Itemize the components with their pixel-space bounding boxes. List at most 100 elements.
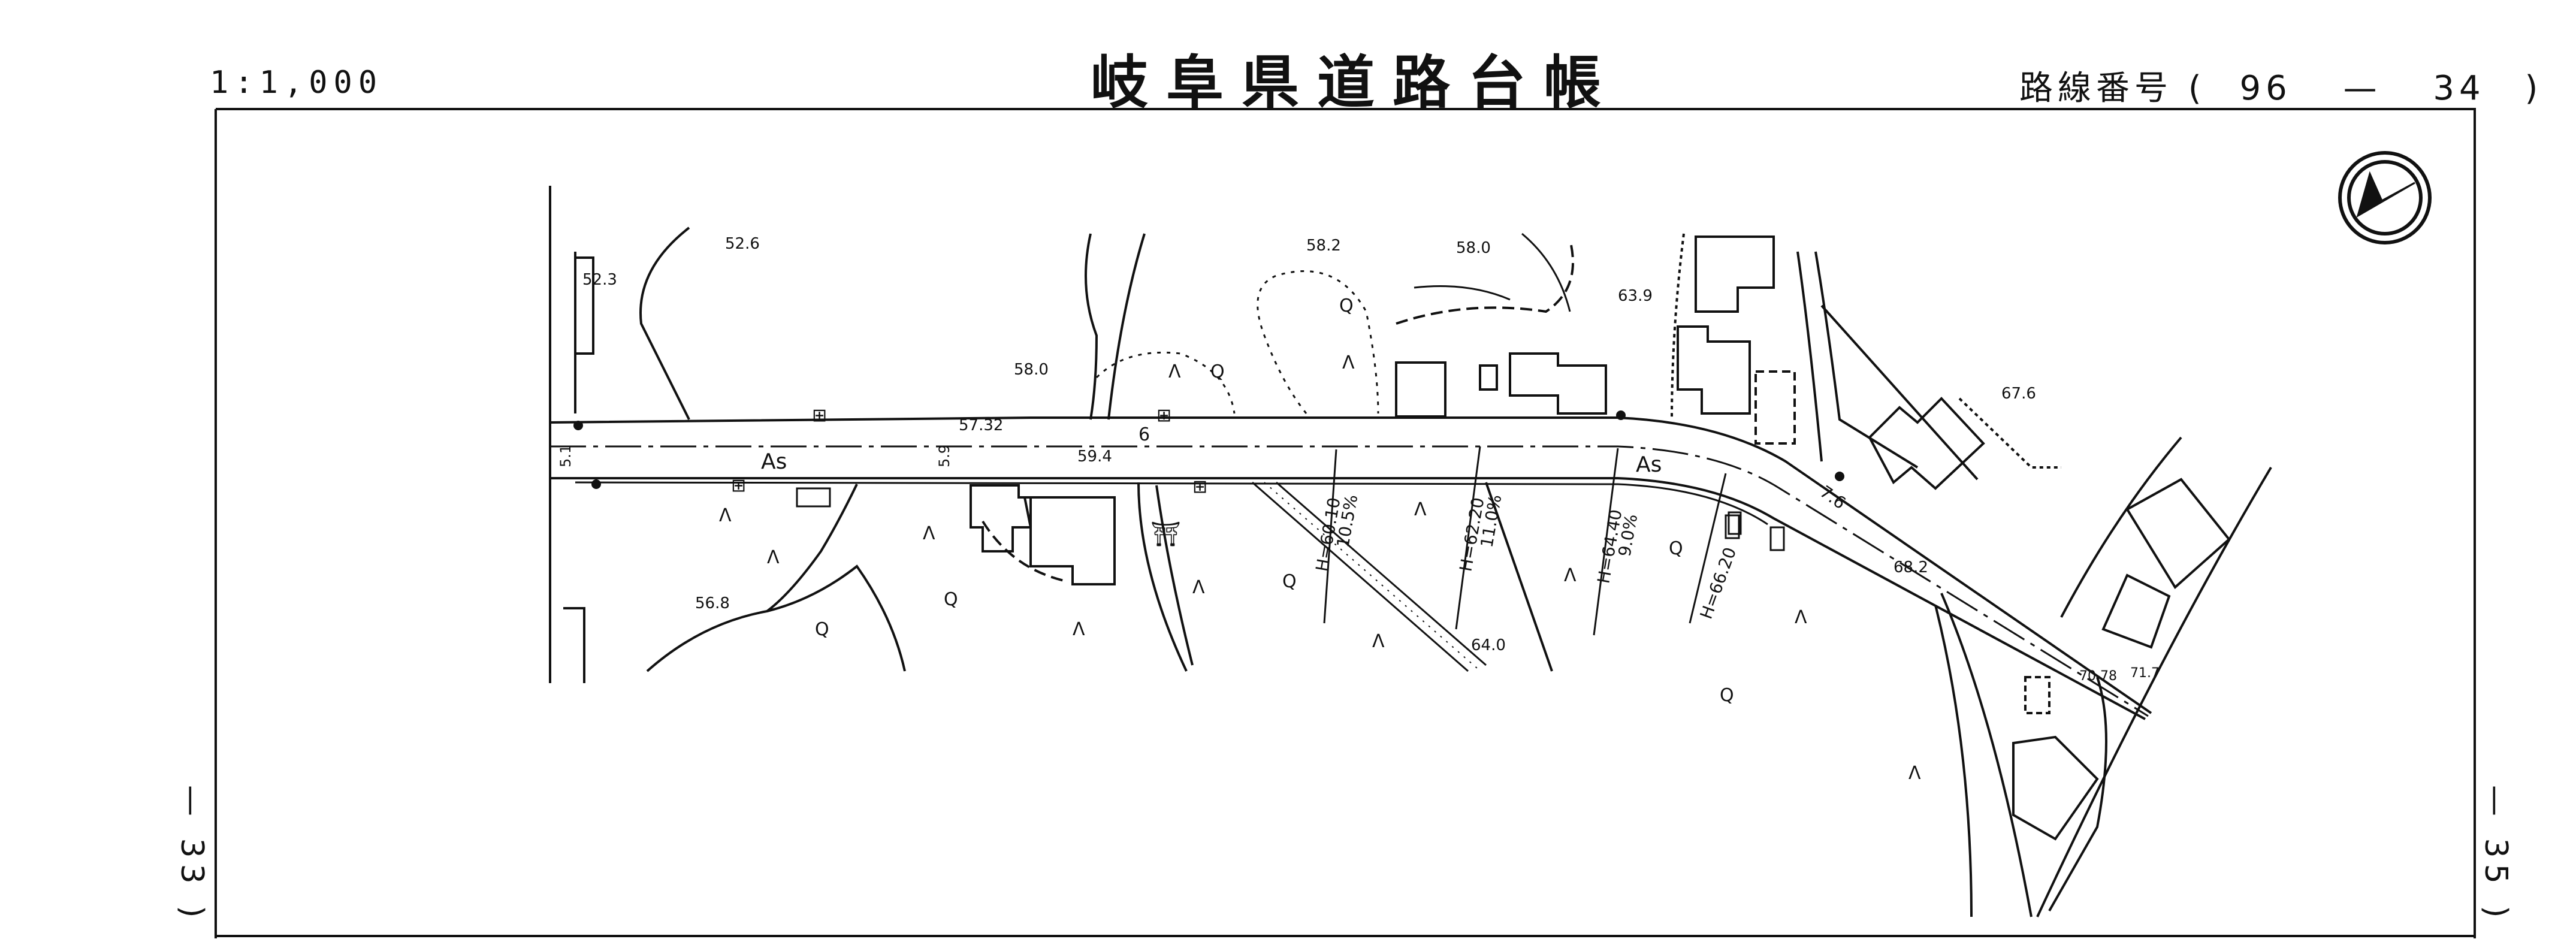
- railway-ties: [1264, 482, 1478, 669]
- road-edge-outer-south: [575, 481, 1768, 526]
- broadleaf-tree-icon: Λ: [1564, 565, 1577, 586]
- south-curve-road: [1137, 482, 1188, 672]
- route-number-label: 路線番号: [2019, 69, 2173, 108]
- building: [1509, 352, 1607, 415]
- building: [2125, 478, 2231, 590]
- bench-mark-icon: ⊞: [812, 405, 827, 426]
- south-slope-2: [646, 564, 906, 672]
- conifer-tree-icon: Q: [944, 589, 958, 610]
- building-small: [1725, 514, 1740, 539]
- route-open-paren: (: [2188, 69, 2206, 108]
- bench-mark-icon: ⊞: [1192, 476, 1207, 497]
- broadleaf-tree-icon: Λ: [1414, 499, 1427, 520]
- map-scale: 1:1,000: [210, 65, 383, 101]
- road-edge-south: [550, 477, 2146, 720]
- elevation-label: 70.78: [2079, 669, 2117, 684]
- broadleaf-tree-icon: Λ: [1342, 352, 1355, 373]
- conifer-tree-icon: Q: [815, 619, 829, 640]
- side-road-se-5: [2048, 677, 2107, 911]
- route-number-major: 96: [2239, 69, 2292, 108]
- elevation-label: 68.2: [1894, 558, 1928, 576]
- elevation-label: 57.32: [959, 416, 1003, 434]
- building: [1395, 361, 1446, 418]
- adjacent-page-left: — 33 ): [174, 785, 210, 924]
- retaining-wall: [982, 520, 1067, 582]
- road-edge-north: [549, 416, 2152, 714]
- slope-hatching: [1414, 233, 1571, 312]
- building-small: [1728, 511, 1742, 535]
- survey-point: [591, 479, 601, 489]
- broadleaf-tree-icon: Λ: [1168, 361, 1181, 382]
- south-curve-road-2: [1155, 485, 1194, 666]
- south-road-east: [1485, 482, 1553, 672]
- power-line: [1323, 446, 1481, 630]
- slope-line-3: [1107, 233, 1146, 420]
- bench-mark-icon: ⊞: [1156, 405, 1171, 426]
- building: [1479, 364, 1498, 391]
- surface-label: As: [1636, 452, 1662, 477]
- railway-line: [1252, 481, 1487, 672]
- conifer-tree-icon: Q: [1210, 361, 1225, 382]
- surface-label: As: [761, 449, 787, 474]
- side-road-ne-east: [1814, 251, 1919, 469]
- survey-point: [1616, 410, 1626, 420]
- elevation-label: 67.6: [2001, 385, 2036, 403]
- gradient-height: H=66.20: [1696, 545, 1741, 621]
- parcel-boundary-west-inner: [563, 252, 594, 683]
- route-number-dash: —: [2343, 69, 2382, 108]
- broadleaf-tree-icon: Λ: [923, 523, 935, 544]
- side-road-ne-link: [1820, 304, 1979, 481]
- broadleaf-tree-icon: Λ: [1073, 619, 1085, 640]
- conifer-tree-icon: Q: [1669, 538, 1683, 559]
- building-planned: [1754, 370, 1796, 445]
- elevation-label: 58.0: [1456, 239, 1491, 257]
- building: [1695, 236, 1775, 313]
- shoreline-hatched: [1671, 233, 1685, 420]
- route-close-paren: ): [2524, 69, 2543, 108]
- cliff-top: [1396, 239, 1574, 325]
- building-small: [796, 487, 831, 508]
- side-road-ne-west: [1796, 251, 1823, 462]
- road-width-label: 5.1: [557, 445, 574, 467]
- elevation-label: 64.0: [1471, 636, 1506, 654]
- survey-point: [1835, 472, 1844, 481]
- south-slope-1: [766, 484, 858, 612]
- broadleaf-tree-icon: Λ: [767, 547, 780, 568]
- road-width-label: 5.9: [936, 445, 953, 467]
- broadleaf-tree-icon: Λ: [1795, 607, 1807, 628]
- page-title: 岐阜県道路台帳: [1091, 49, 1619, 116]
- building: [1677, 325, 1751, 415]
- slope-line-2: [1085, 233, 1098, 420]
- broadleaf-tree-icon: Λ: [1908, 763, 1921, 784]
- bench-mark-icon: ⊞: [731, 475, 746, 496]
- adjacent-page-right: — 35 ): [2478, 785, 2514, 924]
- elevation-label: 52.3: [582, 271, 617, 289]
- elevation-label: 59.4: [1077, 448, 1112, 466]
- building-planned: [2024, 676, 2050, 714]
- road-centerline: [550, 445, 2149, 717]
- map-frame: [215, 108, 2476, 938]
- side-road-se-1: [2060, 436, 2182, 618]
- building-small: [1769, 526, 1785, 551]
- building: [2012, 735, 2099, 841]
- conifer-tree-icon: Q: [1339, 295, 1354, 316]
- side-road-se-3: [1940, 593, 2033, 917]
- building: [1023, 496, 1116, 585]
- conifer-tree-icon: Q: [1720, 685, 1734, 706]
- broadleaf-tree-icon: Λ: [719, 505, 732, 526]
- broadleaf-tree-icon: Λ: [1192, 577, 1205, 598]
- road-width-label: 6: [1138, 424, 1150, 445]
- side-road-se-4: [1934, 605, 1973, 917]
- vegetation-boundary-2: [1257, 270, 1379, 414]
- elevation-label: 56.8: [695, 594, 730, 612]
- route-number-minor: 34: [2433, 69, 2486, 108]
- survey-point: [573, 421, 583, 430]
- building: [2101, 573, 2171, 649]
- torii-shrine-icon: ⛩: [1150, 521, 1181, 548]
- conifer-tree-icon: Q: [1282, 571, 1297, 592]
- elevation-label: 71.7: [2130, 666, 2160, 681]
- elevation-label: 52.6: [725, 235, 760, 253]
- building: [1868, 397, 1985, 490]
- side-road-se-2: [2036, 466, 2272, 917]
